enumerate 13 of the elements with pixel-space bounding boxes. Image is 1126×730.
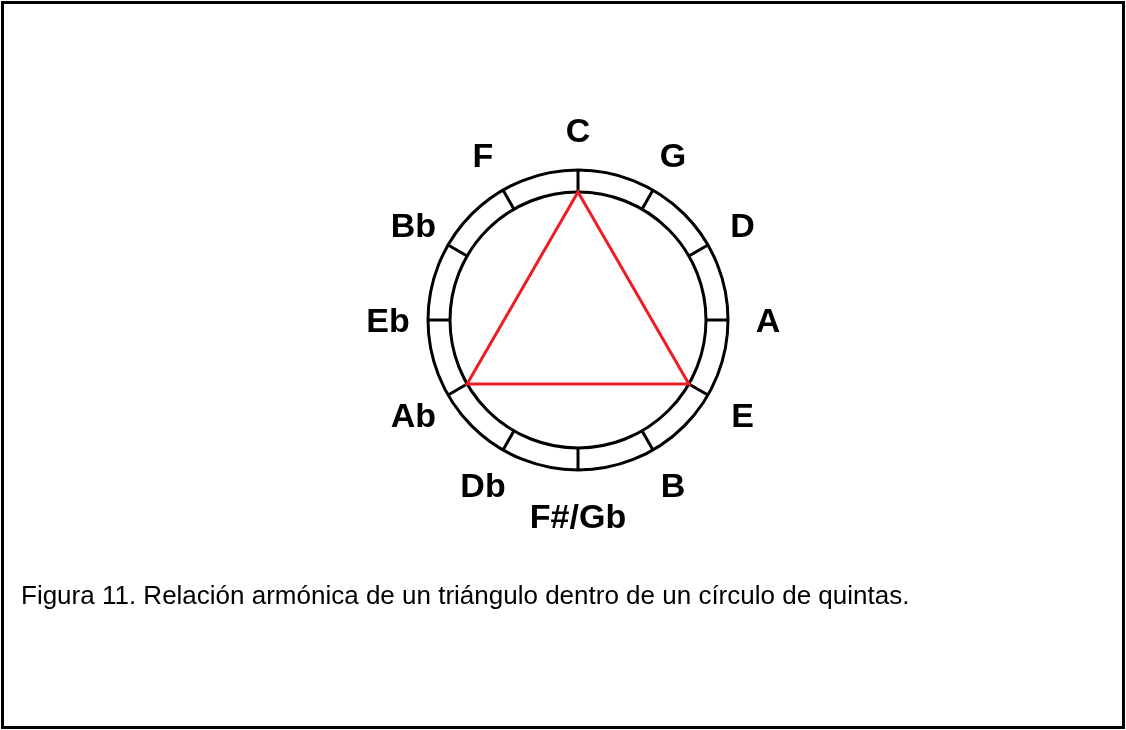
note-label: Ab: [390, 398, 437, 432]
note-label: E: [731, 398, 754, 432]
note-label: G: [659, 138, 687, 173]
note-label: F: [472, 138, 494, 173]
note-label: Eb: [366, 303, 410, 337]
note-label: D: [730, 208, 755, 242]
note-label: F#/Gb: [529, 499, 627, 533]
note-label: Db: [460, 467, 506, 502]
note-label: B: [660, 467, 686, 502]
note-label: Bb: [390, 208, 437, 242]
note-label: C: [565, 113, 591, 147]
note-label: A: [755, 303, 781, 337]
figure-caption: Figura 11. Relación armónica de un triángulo dentro de un círculo de quintas.: [21, 580, 910, 611]
